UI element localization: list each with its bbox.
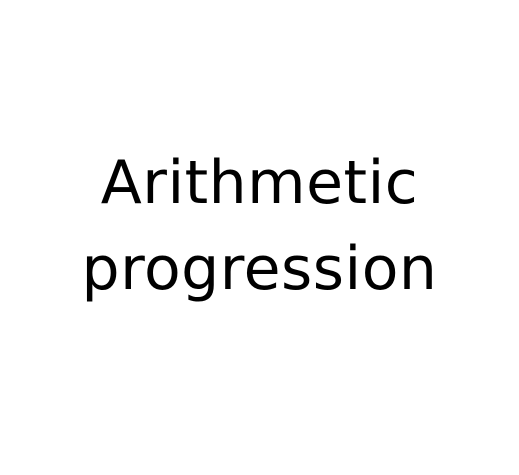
title-line-1: Arithmetic xyxy=(100,148,419,218)
title-line-2: progression xyxy=(81,234,438,304)
title-text: Arithmetic progression xyxy=(0,140,519,312)
